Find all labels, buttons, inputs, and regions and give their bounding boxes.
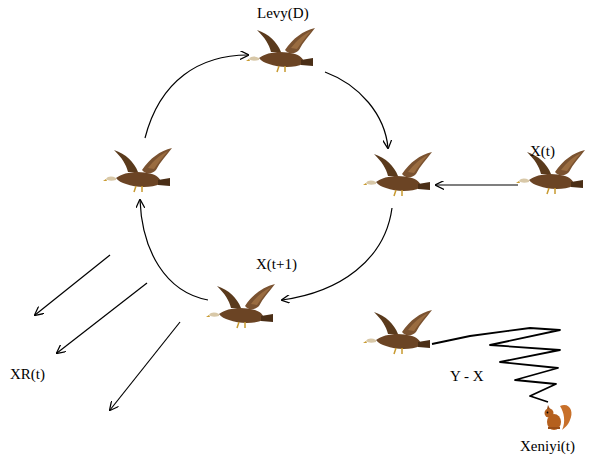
label-xeniyi: Xeniyi(t) xyxy=(520,438,575,455)
scatter-arrow xyxy=(110,322,180,410)
cycle-arrow xyxy=(140,200,208,300)
label-xt1: X(t+1) xyxy=(256,256,297,273)
cycle-arrow xyxy=(325,72,388,148)
label-xr: XR(t) xyxy=(10,366,45,383)
cycle-arrow xyxy=(282,208,392,300)
eagle-right xyxy=(363,152,432,196)
eagle-left xyxy=(103,148,172,192)
label-xt: X(t) xyxy=(530,143,555,160)
scatter-arrow xyxy=(35,255,110,315)
label-levy: Levy(D) xyxy=(257,5,309,22)
label-yx: Y - X xyxy=(450,368,484,385)
scatter-arrow xyxy=(57,283,147,353)
eagle-bottom xyxy=(206,284,275,328)
squirrel xyxy=(545,405,572,430)
cycle-arrow xyxy=(145,55,248,138)
eagle-hunting xyxy=(363,310,432,354)
eagle-top xyxy=(246,28,315,72)
incoming-arrow xyxy=(436,184,518,185)
zigzag-path xyxy=(432,328,560,402)
